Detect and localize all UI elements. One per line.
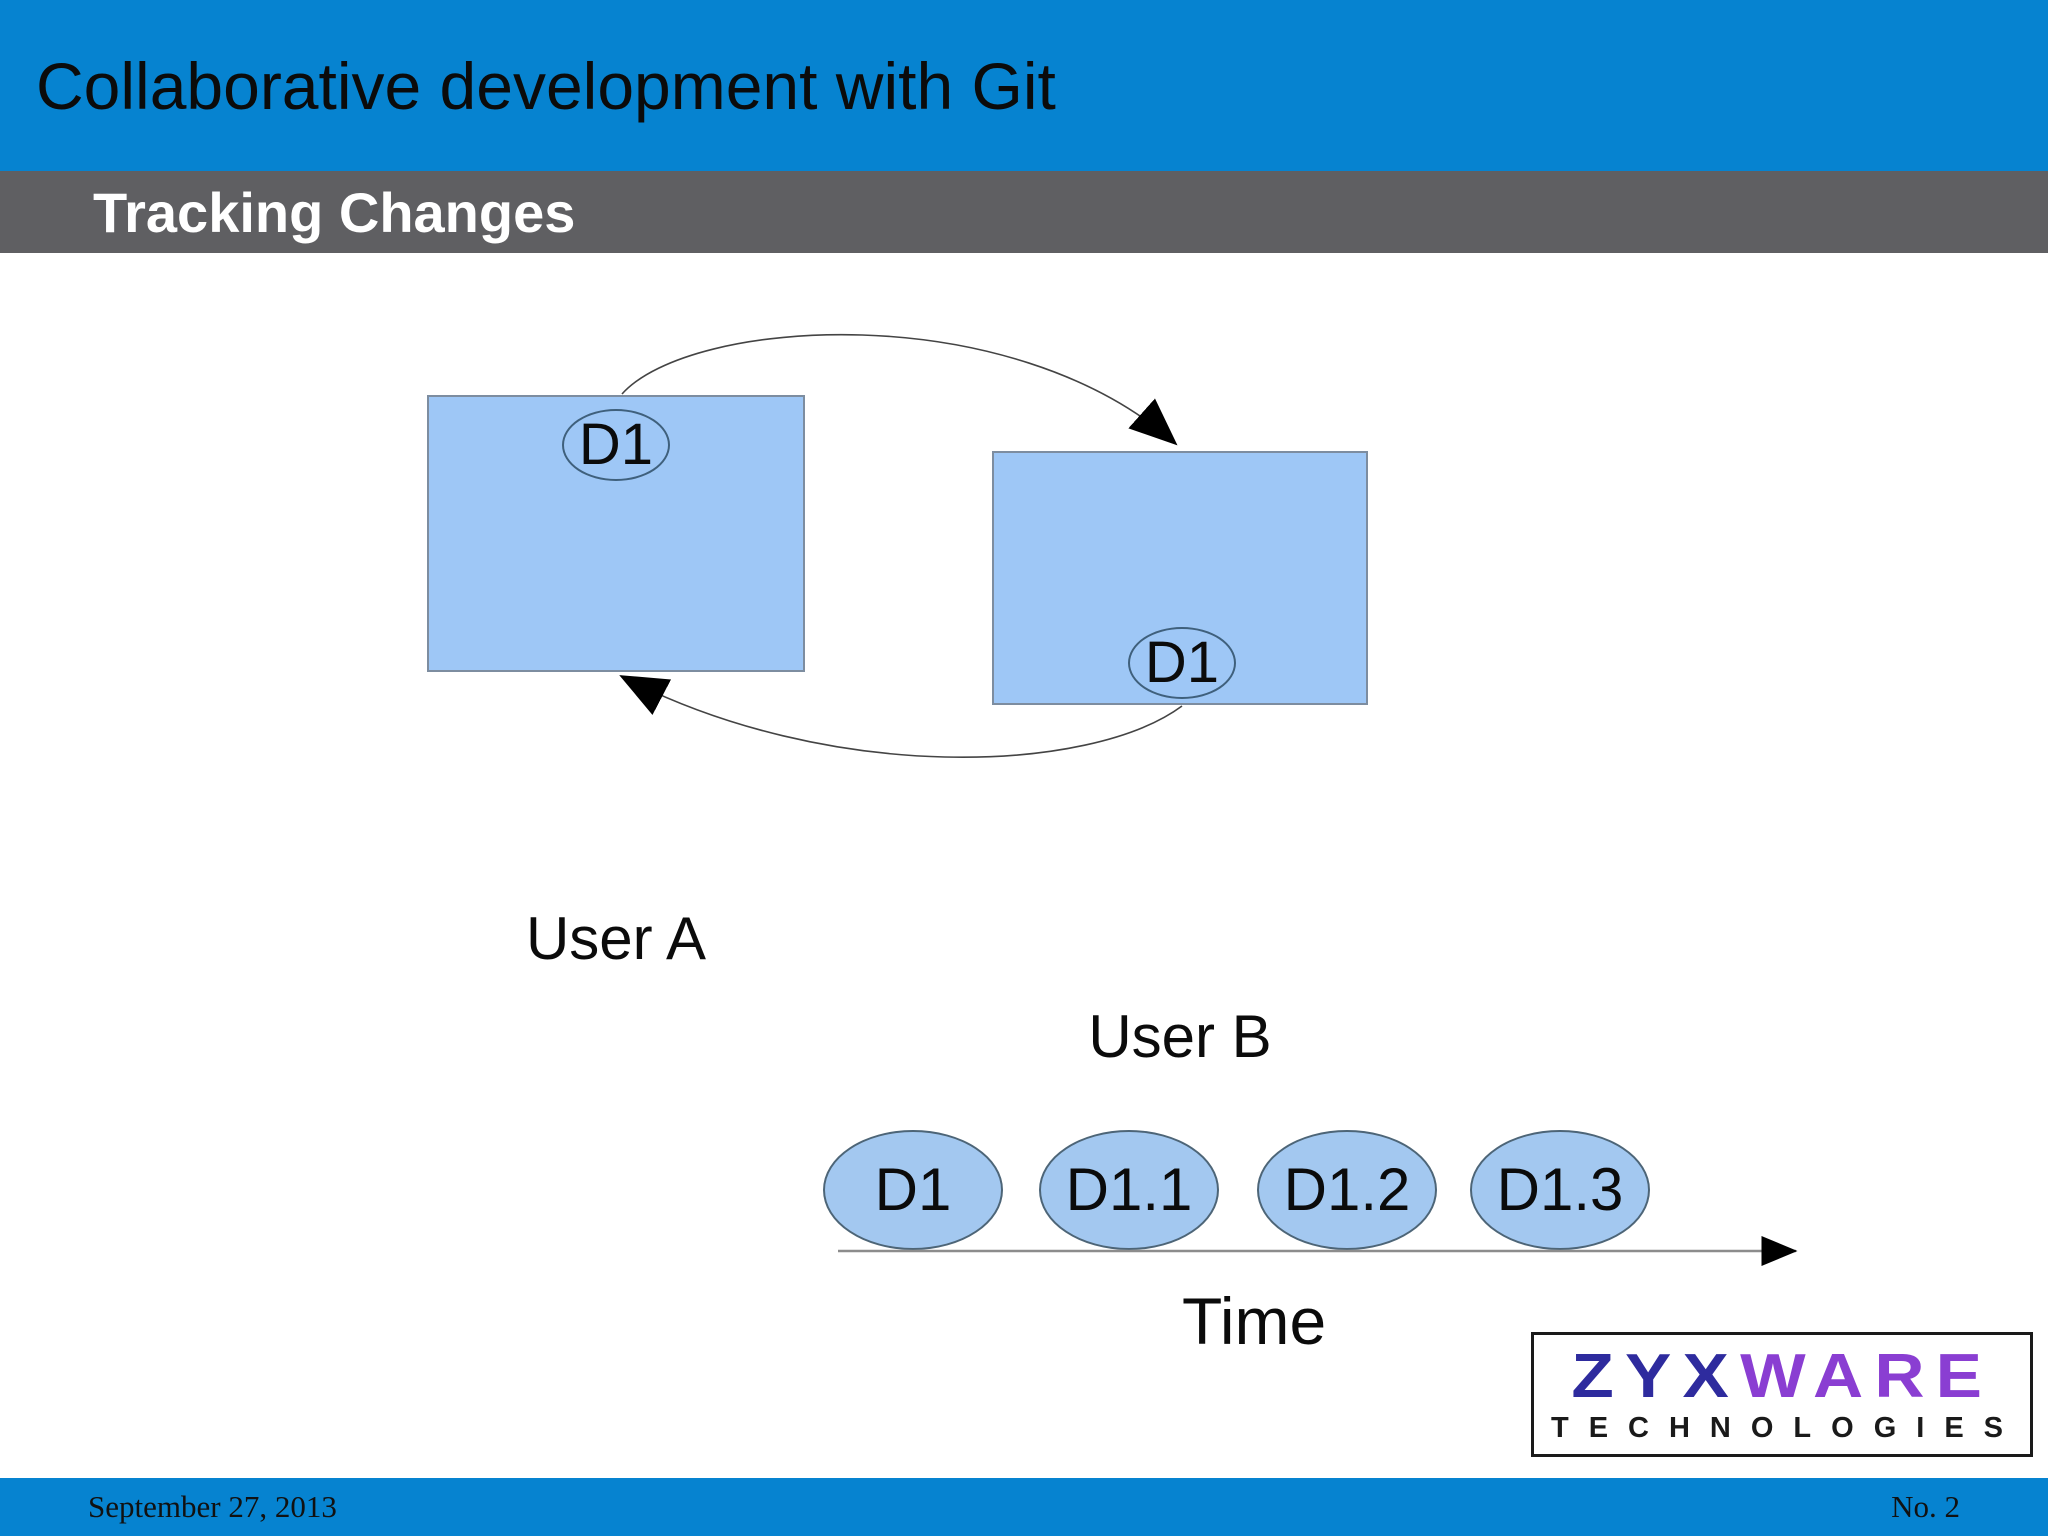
timeline-node-d1-2: D1.2 bbox=[1257, 1130, 1437, 1250]
footer-page-number: No. 2 bbox=[1891, 1489, 1960, 1524]
slide-subtitle: Tracking Changes bbox=[93, 180, 576, 244]
logo-text-ware: WARE bbox=[1739, 1342, 1993, 1411]
title-bar: Collaborative development with Git bbox=[0, 0, 2048, 171]
logo-text-zyx: ZYX bbox=[1571, 1342, 1740, 1411]
user-b-label: User B bbox=[1088, 1003, 1272, 1070]
time-axis-label: Time bbox=[1182, 1284, 1327, 1358]
user-b-box: User B D1 bbox=[992, 451, 1368, 1067]
user-a-doc-ellipse: D1 bbox=[562, 409, 670, 481]
user-a-label: User A bbox=[525, 905, 707, 972]
slide-title: Collaborative development with Git bbox=[36, 49, 1056, 123]
timeline-node-label: D1.3 bbox=[1496, 1156, 1624, 1223]
timeline-node-label: D1.2 bbox=[1283, 1156, 1411, 1223]
zyxware-logo: ZYXWARE TECHNOLOGIES bbox=[1531, 1332, 2033, 1457]
footer-bar: September 27, 2013 No. 2 bbox=[0, 1478, 2048, 1536]
timeline-node-d1: D1 bbox=[823, 1130, 1003, 1250]
timeline-node-d1-1: D1.1 bbox=[1039, 1130, 1219, 1250]
user-a-doc-label: D1 bbox=[578, 412, 654, 477]
zyxware-logo-tagline: TECHNOLOGIES bbox=[1550, 1412, 2023, 1444]
subtitle-bar: Tracking Changes bbox=[0, 171, 2048, 253]
zyxware-logo-wordmark: ZYXWARE bbox=[1571, 1346, 1993, 1408]
footer-date: September 27, 2013 bbox=[88, 1489, 337, 1524]
timeline-node-label: D1.1 bbox=[1065, 1156, 1193, 1223]
user-b-doc-ellipse: D1 bbox=[1128, 627, 1236, 699]
timeline-node-label: D1 bbox=[874, 1156, 952, 1223]
user-a-box: D1 User A bbox=[427, 395, 805, 969]
user-b-doc-label: D1 bbox=[1144, 630, 1220, 695]
timeline-node-d1-3: D1.3 bbox=[1470, 1130, 1650, 1250]
